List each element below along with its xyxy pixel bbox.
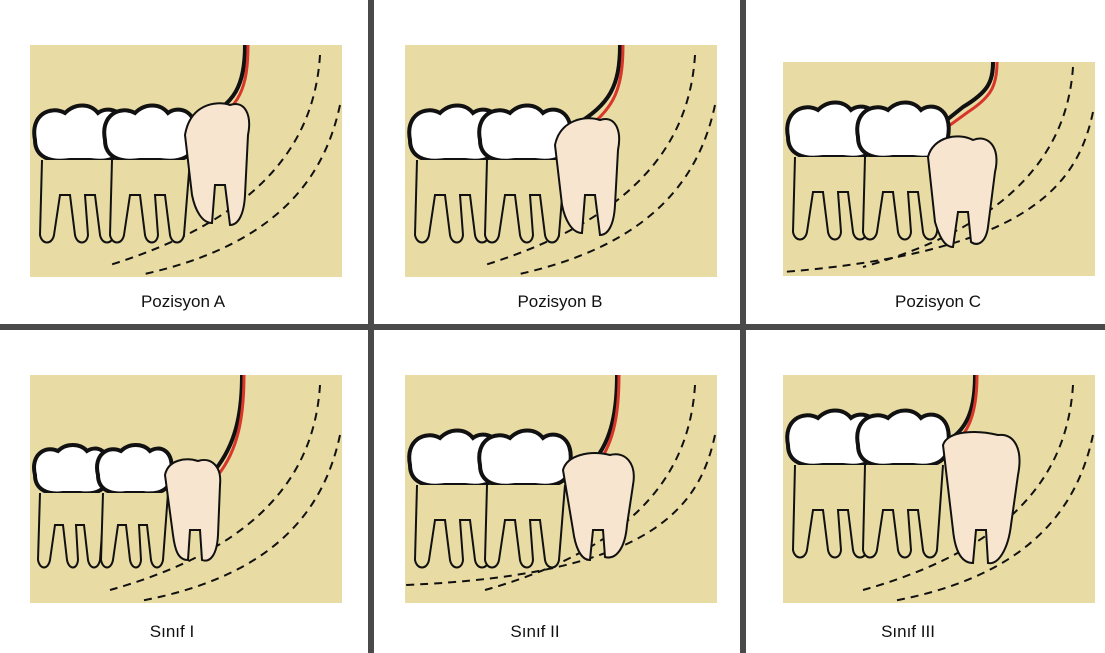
caption-pozisyon-c: Pozisyon C (788, 292, 1088, 312)
caption-sinif-3: Sınıf III (758, 622, 1058, 642)
panel-sinif-2 (405, 375, 717, 603)
tooth-diagram-pozisyon-c (783, 62, 1095, 276)
tooth-diagram-sinif-1 (30, 375, 342, 603)
caption-sinif-2: Sınıf II (385, 622, 685, 642)
panel-sinif-1 (30, 375, 342, 603)
horizontal-divider (0, 324, 1105, 330)
panel-pozisyon-a (30, 45, 342, 277)
panel-pozisyon-c (783, 62, 1095, 276)
panel-pozisyon-b (405, 45, 717, 277)
tooth-diagram-sinif-3 (783, 375, 1095, 603)
second-molar (104, 106, 196, 243)
tooth-diagram-pozisyon-a (30, 45, 342, 277)
tooth-diagram-sinif-2 (405, 375, 717, 603)
caption-pozisyon-a: Pozisyon A (33, 292, 333, 312)
caption-sinif-1: Sınıf I (22, 622, 322, 642)
tooth-diagram-pozisyon-b (405, 45, 717, 277)
panel-sinif-3 (783, 375, 1095, 603)
caption-pozisyon-b: Pozisyon B (410, 292, 710, 312)
